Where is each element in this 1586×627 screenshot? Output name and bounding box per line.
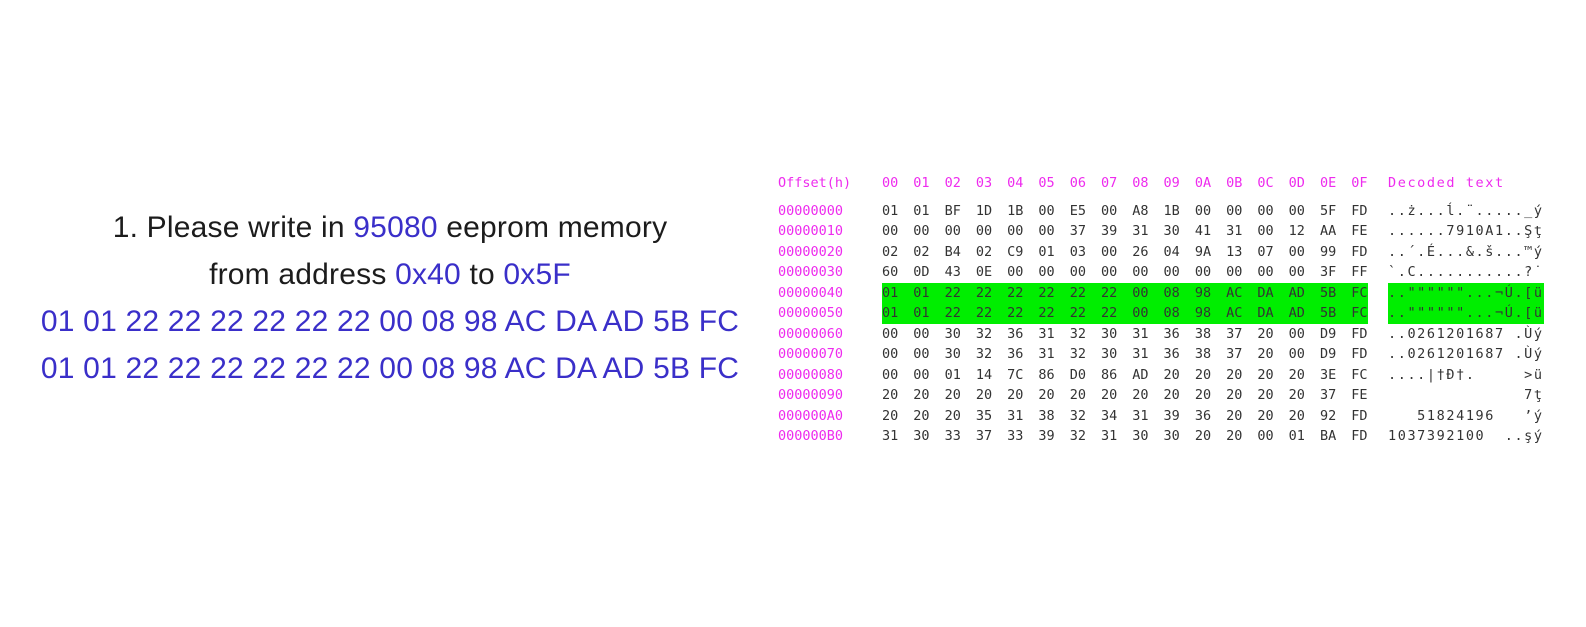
hex-header-row: Offset(h) 00 01 02 03 04 05 06 07 08 09 0… [778, 173, 1544, 194]
hex-row-000000A0: 000000A0 20 20 20 35 31 38 32 34 31 39 36… [778, 406, 1544, 427]
row-hex-bytes[interactable]: 00 00 00 00 00 00 37 39 31 30 41 31 00 1… [882, 223, 1368, 239]
row-decoded-text[interactable]: ..0261201687 .Ùý [1388, 346, 1544, 362]
row-offset: 00000090 [778, 387, 844, 403]
hex-row-00000000: 00000000 01 01 BF 1D 1B 00 E5 00 A8 1B 00… [778, 201, 1544, 222]
hex-row-00000070: 00000070 00 00 30 32 36 31 32 30 31 36 38… [778, 344, 1544, 365]
row-hex-bytes[interactable]: 02 02 B4 02 C9 01 03 00 26 04 9A 13 07 0… [882, 243, 1368, 260]
instruction-hex-string-2: 01 01 22 22 22 22 22 22 00 08 98 AC DA A… [40, 352, 740, 385]
row-offset: 00000040 [778, 284, 844, 301]
hex-row-00000090: 00000090 20 20 20 20 20 20 20 20 20 20 20… [778, 385, 1544, 406]
row-offset: 000000B0 [778, 428, 844, 444]
row-decoded-text[interactable]: ..0261201687 .Ùý [1388, 325, 1544, 342]
row-decoded-text[interactable]: ....|†Đ†. >ü [1388, 366, 1544, 383]
row-offset: 00000080 [778, 366, 844, 383]
row-decoded-text[interactable]: ..ż...ĺ.¨....._ý [1388, 202, 1544, 219]
row-hex-bytes[interactable]: 20 20 20 35 31 38 32 34 31 39 36 20 20 2… [882, 407, 1368, 424]
hex-row-00000010: 00000010 00 00 00 00 00 00 37 39 31 30 41… [778, 221, 1544, 242]
row-offset: 00000010 [778, 223, 844, 239]
instruction-block: 1. Please write in 95080 eeprom memory f… [24, 204, 756, 392]
instruction-hex-string-1: 01 01 22 22 22 22 22 22 00 08 98 AC DA A… [40, 305, 740, 338]
row-offset: 00000070 [778, 346, 844, 362]
row-offset: 00000000 [778, 202, 844, 219]
row-decoded-text[interactable]: ..""""""...¬Ú.[ü [1388, 282, 1544, 303]
start-address: 0x40 [395, 258, 461, 291]
hex-row-00000020: 00000020 02 02 B4 02 C9 01 03 00 26 04 9A… [778, 242, 1544, 263]
instruction-text-segment: 1. Please write in [112, 211, 354, 244]
row-offset: 000000A0 [778, 407, 844, 424]
instruction-text-segment: eeprom memory [437, 211, 668, 244]
row-hex-bytes[interactable]: 20 20 20 20 20 20 20 20 20 20 20 20 20 2… [882, 387, 1368, 403]
row-offset: 00000050 [778, 305, 844, 321]
byte-column-headers: 00 01 02 03 04 05 06 07 08 09 0A 0B 0C 0… [882, 175, 1368, 191]
instruction-text-segment: from address [209, 258, 396, 291]
row-hex-bytes[interactable]: 31 30 33 37 33 39 32 31 30 30 20 20 00 0… [882, 428, 1368, 444]
hex-rows-container: 00000000 01 01 BF 1D 1B 00 E5 00 A8 1B 00… [778, 201, 1544, 447]
row-decoded-text[interactable]: 1037392100 ..şý [1388, 428, 1544, 444]
offset-column-header: Offset(h) [778, 175, 852, 191]
hex-row-00000040: 00000040 01 01 22 22 22 22 22 22 00 08 98… [778, 282, 1544, 303]
row-hex-bytes[interactable]: 60 0D 43 0E 00 00 00 00 00 00 00 00 00 0… [882, 264, 1368, 280]
hex-row-000000B0: 000000B0 31 30 33 37 33 39 32 31 30 30 20… [778, 426, 1544, 447]
row-decoded-text[interactable]: 7ţ [1388, 387, 1544, 403]
row-hex-bytes[interactable]: 01 01 22 22 22 22 22 22 00 08 98 AC DA A… [882, 303, 1368, 324]
decoded-column-header: Decoded text [1388, 175, 1505, 191]
hex-row-00000050: 00000050 01 01 22 22 22 22 22 22 00 08 98… [778, 303, 1544, 324]
instruction-line-2: from address 0x40 to 0x5F [24, 251, 756, 298]
row-decoded-text[interactable]: `.C...........?˙ [1388, 264, 1544, 280]
hex-row-00000060: 00000060 00 00 30 32 36 31 32 30 31 36 38… [778, 324, 1544, 345]
row-offset: 00000060 [778, 325, 844, 342]
row-hex-bytes[interactable]: 00 00 30 32 36 31 32 30 31 36 38 37 20 0… [882, 346, 1368, 362]
row-offset: 00000020 [778, 243, 844, 260]
eeprom-model-number: 95080 [353, 211, 438, 244]
hex-row-00000080: 00000080 00 00 01 14 7C 86 D0 86 AD 20 20… [778, 365, 1544, 386]
row-decoded-text[interactable]: ..""""""...¬Ú.[ü [1388, 303, 1544, 324]
instruction-line-1: 1. Please write in 95080 eeprom memory [24, 204, 756, 251]
row-offset: 00000030 [778, 264, 844, 280]
row-hex-bytes[interactable]: 01 01 BF 1D 1B 00 E5 00 A8 1B 00 00 00 0… [882, 202, 1368, 219]
row-decoded-text[interactable]: ......7910A1..Şţ [1388, 223, 1544, 239]
row-hex-bytes[interactable]: 00 00 30 32 36 31 32 30 31 36 38 37 20 0… [882, 325, 1368, 342]
row-decoded-text[interactable]: 51824196 ’ý [1388, 407, 1544, 424]
hex-row-00000030: 00000030 60 0D 43 0E 00 00 00 00 00 00 00… [778, 262, 1544, 283]
instruction-text-segment: to [460, 258, 504, 291]
end-address: 0x5F [503, 258, 571, 291]
row-decoded-text[interactable]: ..´.É...&.š...™ý [1388, 243, 1544, 260]
row-hex-bytes[interactable]: 00 00 01 14 7C 86 D0 86 AD 20 20 20 20 2… [882, 366, 1368, 383]
hex-editor: Offset(h) 00 01 02 03 04 05 06 07 08 09 0… [778, 173, 1544, 447]
row-hex-bytes[interactable]: 01 01 22 22 22 22 22 22 00 08 98 AC DA A… [882, 282, 1368, 303]
